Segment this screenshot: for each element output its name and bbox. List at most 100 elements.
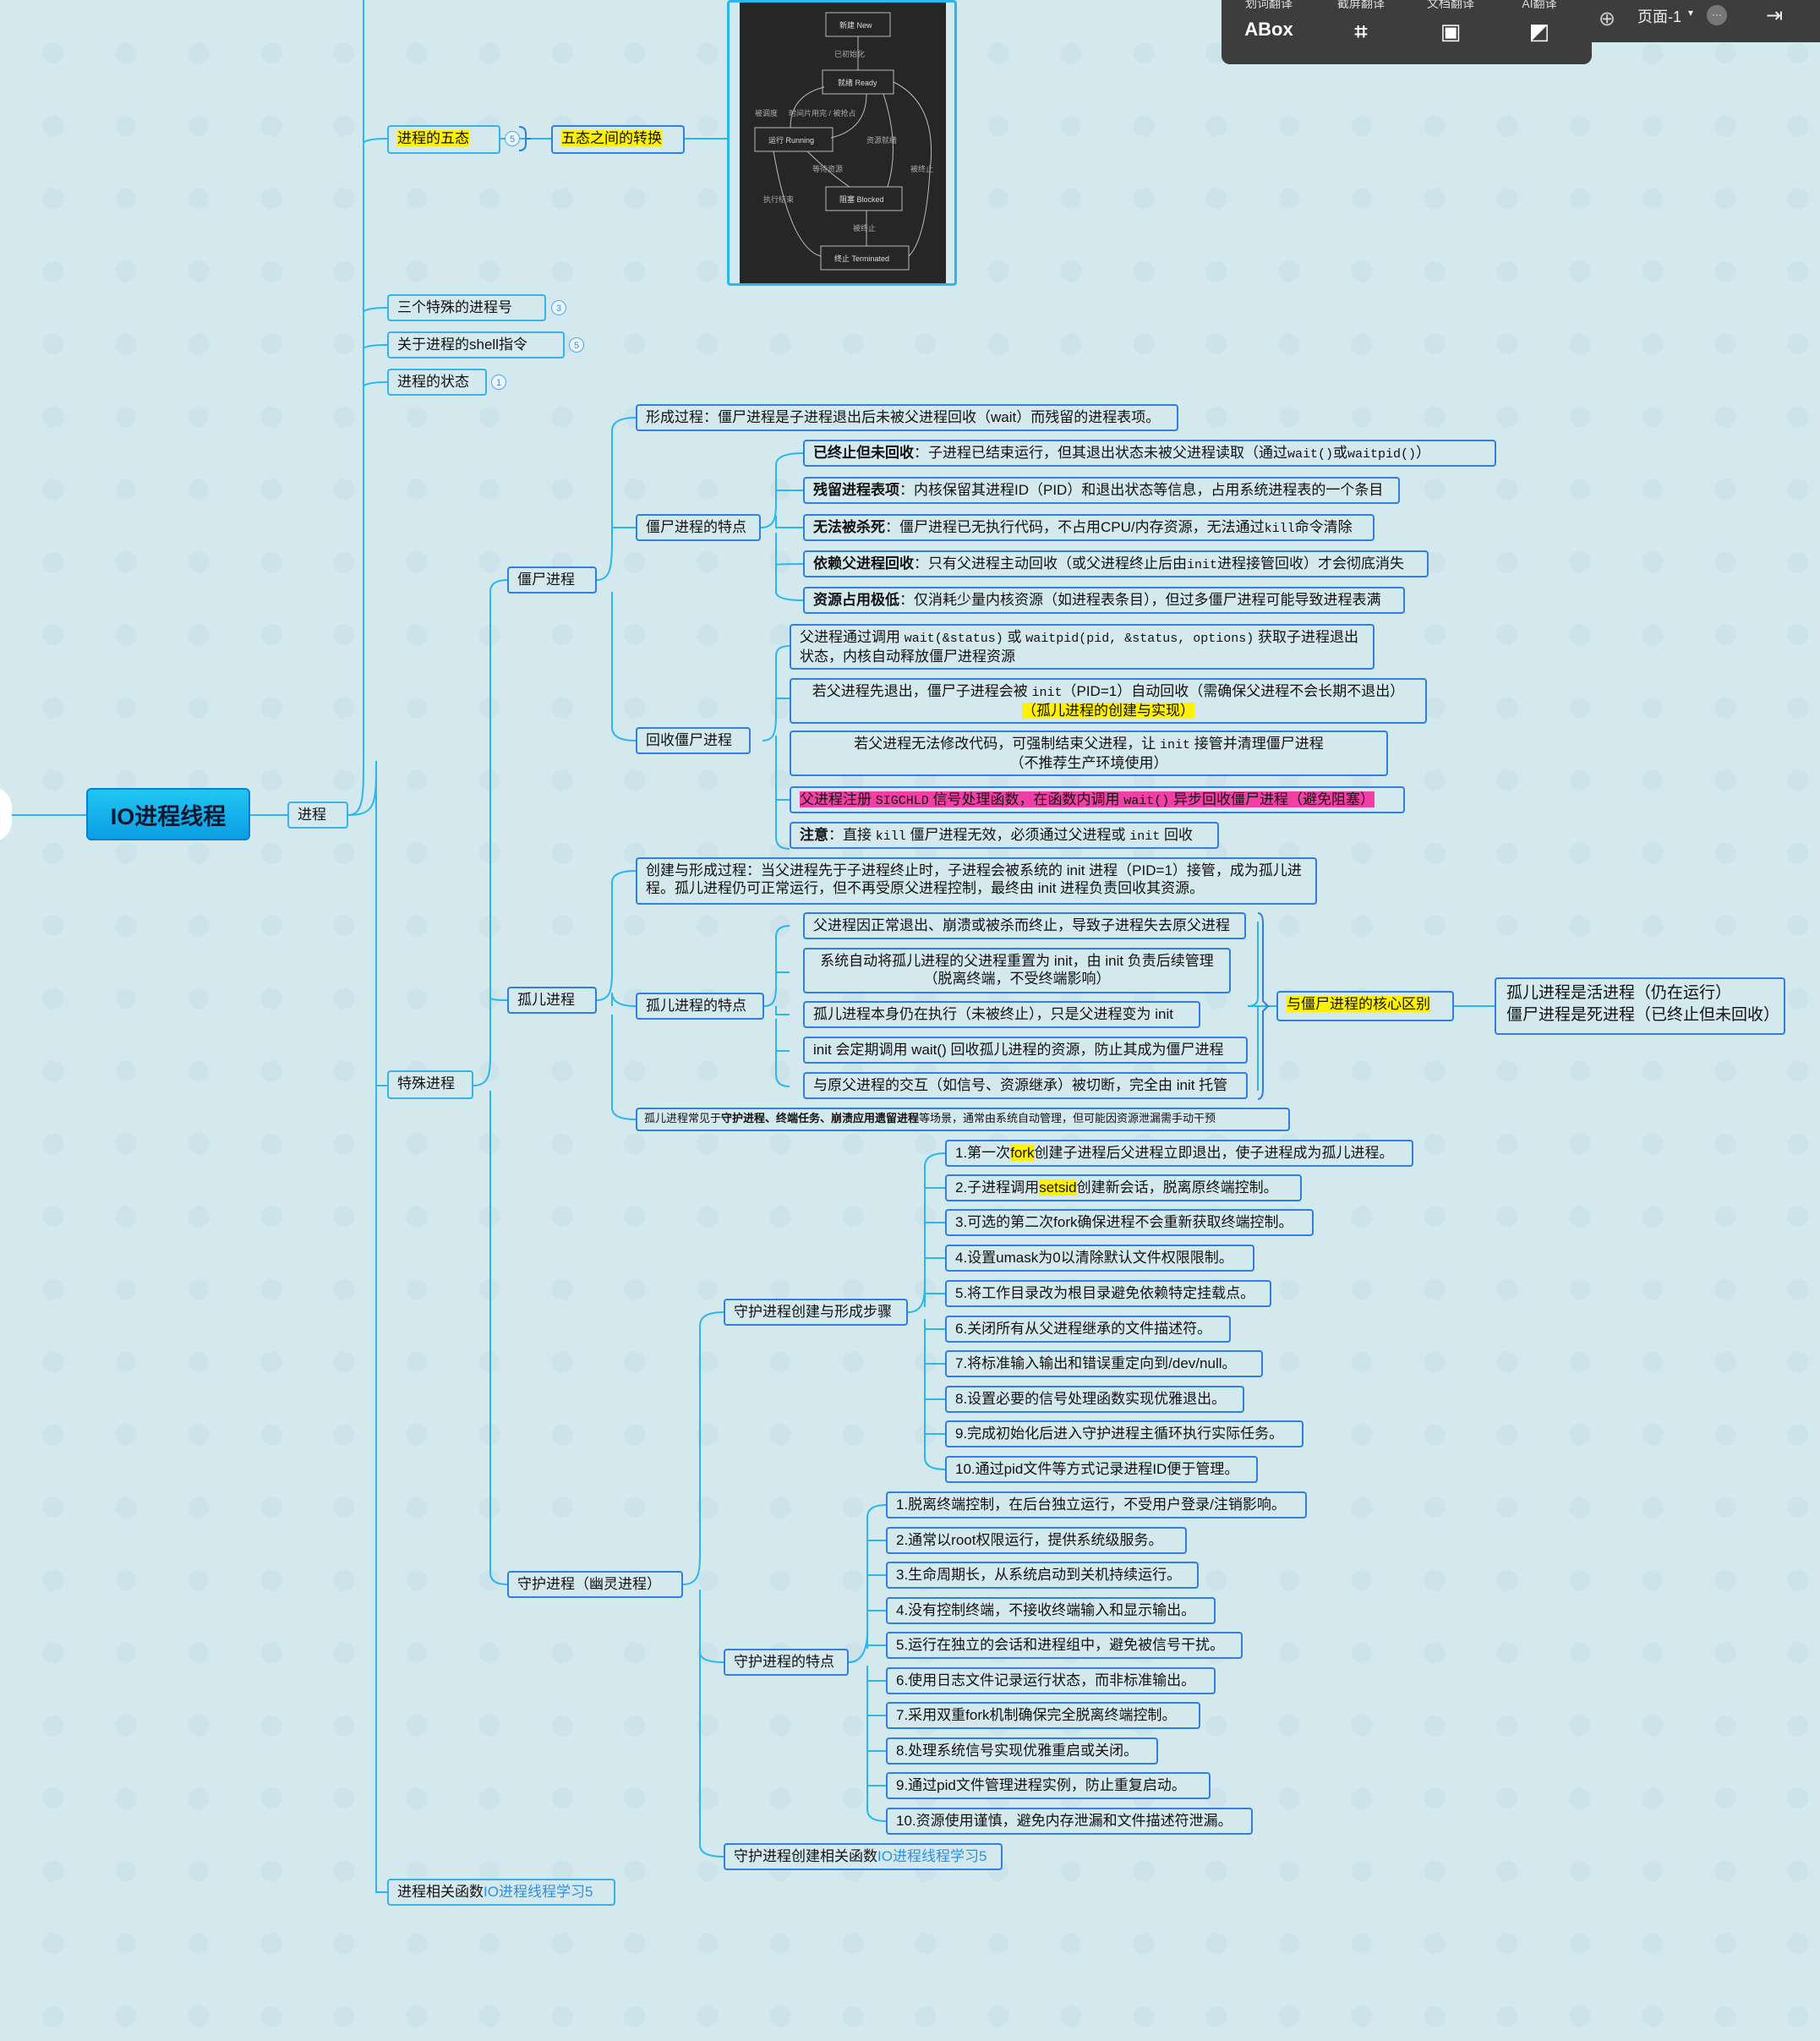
topic-orphan-vs-zombie[interactable]: 与僵尸进程的核心区别 [1276, 991, 1454, 1021]
topic-zombie-features[interactable]: 僵尸进程的特点 [636, 514, 761, 541]
collapse-count-badge[interactable]: 3 [551, 300, 566, 315]
topic-orphan-process[interactable]: 孤儿进程 [507, 987, 597, 1014]
page-controls: ⊕ 页面-1 ▾ ··· ⇥ [1592, 0, 1820, 42]
daemon-feature-2[interactable]: 2.通常以root权限运行，提供系统级服务。 [886, 1527, 1187, 1554]
topic-five-states[interactable]: 进程的五态 [387, 125, 500, 154]
zombie-feature-3-text: ：僵尸进程已无执行代码，不占用CPU/内存资源，无法通过 [885, 519, 1265, 535]
orphan-feature-2[interactable]: 系统自动将孤儿进程的父进程重置为 init，由 init 负责后续管理（脱离终端… [803, 948, 1231, 993]
daemon-feature-9[interactable]: 9.通过pid文件管理进程实例，防止重复启动。 [886, 1772, 1211, 1799]
reap-method-1[interactable]: 父进程通过调用 wait(&status) 或 waitpid(pid, &st… [790, 624, 1375, 670]
collapse-count-badge[interactable]: 5 [569, 337, 584, 353]
daemon-step-6[interactable]: 6.关闭所有从父进程继承的文件描述符。 [945, 1316, 1231, 1343]
topic-daemon-features[interactable]: 守护进程的特点 [724, 1649, 849, 1676]
transition-killed-label: 被终止 [910, 164, 933, 173]
daemon-feature-8[interactable]: 8.处理系统信号实现优雅重启或关闭。 [886, 1737, 1158, 1765]
orphan-note[interactable]: 孤儿进程常见于守护进程、终端任务、崩溃应用遗留进程等场景，通常由系统自动管理，但… [636, 1108, 1290, 1131]
reap-note-code-kill: kill [875, 829, 906, 844]
topic-daemon-functions[interactable]: 守护进程创建相关函数IO进程线程学习5 [724, 1843, 1003, 1870]
zombie-formation[interactable]: 形成过程：僵尸进程是子进程退出后未被父进程回收（wait）而残留的进程表项。 [636, 404, 1178, 431]
topic-special-processes[interactable]: 特殊进程 [387, 1070, 473, 1099]
orphan-formation[interactable]: 创建与形成过程：当父进程先于子进程终止时，子进程会被系统的 init 进程（PI… [636, 857, 1317, 905]
topic-daemon-process[interactable]: 守护进程（幽灵进程） [507, 1571, 683, 1598]
daemon-step-3[interactable]: 3.可选的第二次fork确保进程不会重新获取终端控制。 [945, 1209, 1314, 1236]
topic-shell-commands[interactable]: 关于进程的shell指令 [387, 331, 565, 358]
reap-note-e: 回收 [1160, 827, 1193, 843]
orphan-vs-zombie-answer[interactable]: 孤儿进程是活进程（仍在运行）僵尸进程是死进程（已终止但未回收） [1495, 977, 1785, 1035]
topic-five-state-transitions[interactable]: 五态之间的转换 [551, 125, 685, 154]
transition-killed2-label: 被终止 [853, 223, 876, 233]
more-icon[interactable]: ··· [1707, 5, 1727, 25]
root-topic[interactable]: IO进程线程 [86, 788, 250, 840]
transition-admitted-label: 已初始化 [834, 49, 865, 58]
orphan-link-highlight[interactable]: （孤儿进程的创建与实现） [1022, 703, 1194, 719]
daemon-step-4[interactable]: 4.设置umask为0以清除默认文件权限限制。 [945, 1245, 1254, 1272]
ai-translate-button[interactable]: AI翻译 ◩ [1497, 0, 1582, 64]
state-running-box [754, 127, 833, 152]
zoom-in-icon[interactable]: ⊕ [1599, 8, 1616, 30]
zombie-feature-5[interactable]: 资源占用极低：仅消耗少量内核资源（如进程表条目），但过多僵尸进程可能导致进程表满 [803, 587, 1405, 614]
topic-reap-zombie[interactable]: 回收僵尸进程 [636, 727, 751, 754]
topic-zombie-process[interactable]: 僵尸进程 [507, 566, 597, 594]
daemon-functions-link[interactable]: IO进程线程学习5 [877, 1848, 987, 1864]
collapse-handle[interactable] [0, 786, 12, 842]
orphan-feature-5[interactable]: 与原父进程的交互（如信号、资源继承）被切断，完全由 init 托管 [803, 1072, 1248, 1099]
reap-method-1-or: 或 [1003, 629, 1026, 645]
daemon-step-7[interactable]: 7.将标准输入输出和错误重定向到/dev/null。 [945, 1350, 1263, 1377]
reap-note[interactable]: 注意：直接 kill 僵尸进程无效，必须通过父进程或 init 回收 [790, 822, 1219, 849]
daemon-feature-4[interactable]: 4.没有控制终端，不接收终端输入和显示输出。 [886, 1597, 1216, 1624]
abox-button[interactable]: 划词翻译 ABox [1227, 0, 1311, 64]
daemon-feature-10[interactable]: 10.资源使用谨慎，避免内存泄漏和文件描述符泄漏。 [886, 1808, 1253, 1835]
daemon-step-5[interactable]: 5.将工作目录改为根目录避免依赖特定挂载点。 [945, 1280, 1271, 1307]
state-ready-label: 就绪 Ready [838, 78, 877, 87]
reap-method-2[interactable]: 若父进程先退出，僵尸子进程会被 init（PID=1）自动回收（需确保父进程不会… [790, 678, 1427, 724]
state-new-label: 新建 New [839, 20, 872, 30]
daemon-feature-1[interactable]: 1.脱离终端控制，在后台独立运行，不受用户登录/注销影响。 [886, 1491, 1307, 1518]
zombie-feature-3-end: 命令清除 [1294, 519, 1353, 535]
orphan-feature-1[interactable]: 父进程因正常退出、崩溃或被杀而终止，导致子进程失去原父进程 [803, 912, 1246, 939]
topic-process-functions[interactable]: 进程相关函数IO进程线程学习5 [387, 1879, 615, 1906]
reap-method-1-code-wait: wait(&status) [904, 632, 1003, 646]
reap-method-3[interactable]: 若父进程无法修改代码，可强制结束父进程，让 init 接管并清理僵尸进程（不推荐… [790, 730, 1388, 776]
daemon-feature-6[interactable]: 6.使用日志文件记录运行状态，而非标准输出。 [886, 1667, 1216, 1694]
daemon-step-8[interactable]: 8.设置必要的信号处理函数实现优雅退出。 [945, 1386, 1244, 1413]
daemon-step-10[interactable]: 10.通过pid文件等方式记录进程ID便于管理。 [945, 1456, 1258, 1483]
document-translate-button[interactable]: 文档翻译 ▣ [1408, 0, 1493, 64]
process-functions-link[interactable]: IO进程线程学习5 [484, 1884, 593, 1900]
collapse-count-badge[interactable]: 1 [491, 375, 506, 390]
screenshot-translate-button[interactable]: 截屏翻译 ⌗ [1319, 0, 1403, 64]
topic-daemon-steps[interactable]: 守护进程创建与形成步骤 [724, 1299, 908, 1326]
topic-process[interactable]: 进程 [287, 802, 348, 829]
daemon-step-2-a: 2.子进程调用 [955, 1179, 1040, 1196]
zombie-feature-1-or: 或 [1333, 445, 1348, 461]
reap-method-4[interactable]: 父进程注册 SIGCHLD 信号处理函数，在函数内调用 wait() 异步回收僵… [790, 786, 1405, 813]
collapse-count-badge[interactable]: 5 [505, 131, 520, 146]
daemon-feature-5[interactable]: 5.运行在独立的会话和进程组中，避免被信号干扰。 [886, 1632, 1243, 1659]
chevron-down-icon[interactable]: ▾ [1688, 7, 1694, 19]
zombie-feature-3[interactable]: 无法被杀死：僵尸进程已无执行代码，不占用CPU/内存资源，无法通过kill命令清… [803, 514, 1375, 541]
zombie-feature-5-text: ：仅消耗少量内核资源（如进程表条目），但过多僵尸进程可能导致进程表满 [899, 592, 1381, 608]
zombie-feature-4-title: 依赖父进程回收 [813, 555, 914, 572]
topic-three-special-pids[interactable]: 三个特殊的进程号 [387, 294, 546, 321]
zombie-feature-4-code: init [1187, 558, 1218, 572]
page-selector[interactable]: 页面-1 [1637, 8, 1682, 25]
daemon-feature-3[interactable]: 3.生命周期长，从系统启动到关机持续运行。 [886, 1562, 1199, 1589]
reap-method-4-code-sigchld: SIGCHLD [875, 794, 929, 808]
reap-method-4-b: 异步回收僵尸进程（避免阻塞） [1169, 791, 1375, 807]
state-diagram-image[interactable]: 新建 New 已初始化 就绪 Ready 被调度 时间片用完 / 被抢占 运行 … [727, 0, 957, 286]
reap-method-2-line2: （孤儿进程的创建与实现） [800, 702, 1417, 720]
zombie-feature-1-end: ） [1416, 445, 1431, 461]
daemon-step-2[interactable]: 2.子进程调用setsid创建新会话，脱离原终端控制。 [945, 1174, 1302, 1201]
daemon-feature-7[interactable]: 7.采用双重fork机制确保完全脱离终端控制。 [886, 1702, 1200, 1729]
zombie-feature-2[interactable]: 残留进程表项：内核保留其进程ID（PID）和退出状态等信息，占用系统进程表的一个… [803, 477, 1400, 504]
daemon-step-1[interactable]: 1.第一次fork创建子进程后父进程立即退出，使子进程成为孤儿进程。 [945, 1140, 1413, 1167]
reap-method-4-highlight: 父进程注册 SIGCHLD 信号处理函数，在函数内调用 wait() 异步回收僵… [800, 791, 1375, 808]
daemon-step-9[interactable]: 9.完成初始化后进入守护进程主循环执行实际任务。 [945, 1420, 1304, 1447]
topic-process-states[interactable]: 进程的状态 [387, 369, 487, 396]
reap-note-m: 僵尸进程无效，必须通过父进程或 [905, 827, 1130, 843]
exit-icon[interactable]: ⇥ [1766, 4, 1784, 27]
orphan-feature-4[interactable]: init 会定期调用 wait() 回收孤儿进程的资源，防止其成为僵尸进程 [803, 1037, 1248, 1064]
zombie-feature-1[interactable]: 已终止但未回收：子进程已结束运行，但其退出状态未被父进程读取（通过wait()或… [803, 440, 1496, 467]
topic-orphan-features[interactable]: 孤儿进程的特点 [636, 993, 764, 1020]
zombie-feature-4[interactable]: 依赖父进程回收：只有父进程主动回收（或父进程终止后由init进程接管回收）才会彻… [803, 550, 1429, 577]
orphan-feature-3[interactable]: 孤儿进程本身仍在执行（未被终止），只是父进程变为 init [803, 1001, 1200, 1028]
